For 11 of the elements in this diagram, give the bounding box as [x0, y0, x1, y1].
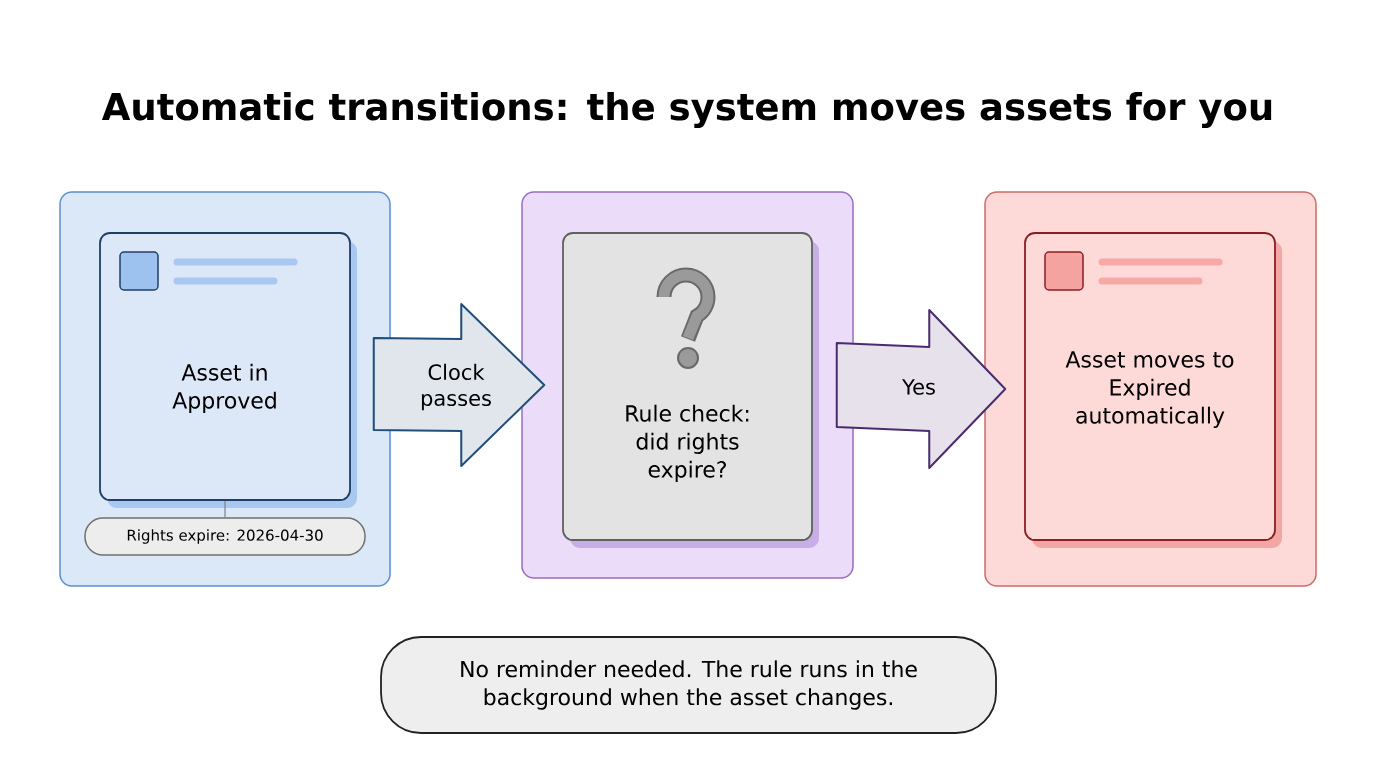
card: Asset in Approved — [99, 232, 357, 508]
date-label: Rights expire: 2026-04-30 — [84, 517, 366, 556]
block-arrow — [835, 309, 1007, 469]
connector-line — [224, 500, 226, 518]
card: Rule check: did rights expire? — [562, 232, 819, 548]
block-arrow — [372, 303, 546, 467]
title: Automatic transitions: the system moves assets for you — [101, 91, 1272, 129]
card: Asset moves to Expired automatically — [1024, 232, 1282, 548]
edge-label: Yes — [902, 379, 935, 395]
edge-label: Clock passes — [421, 363, 491, 411]
note-box: No reminder needed. The rule runs in the background when the asset changes. — [380, 636, 997, 734]
